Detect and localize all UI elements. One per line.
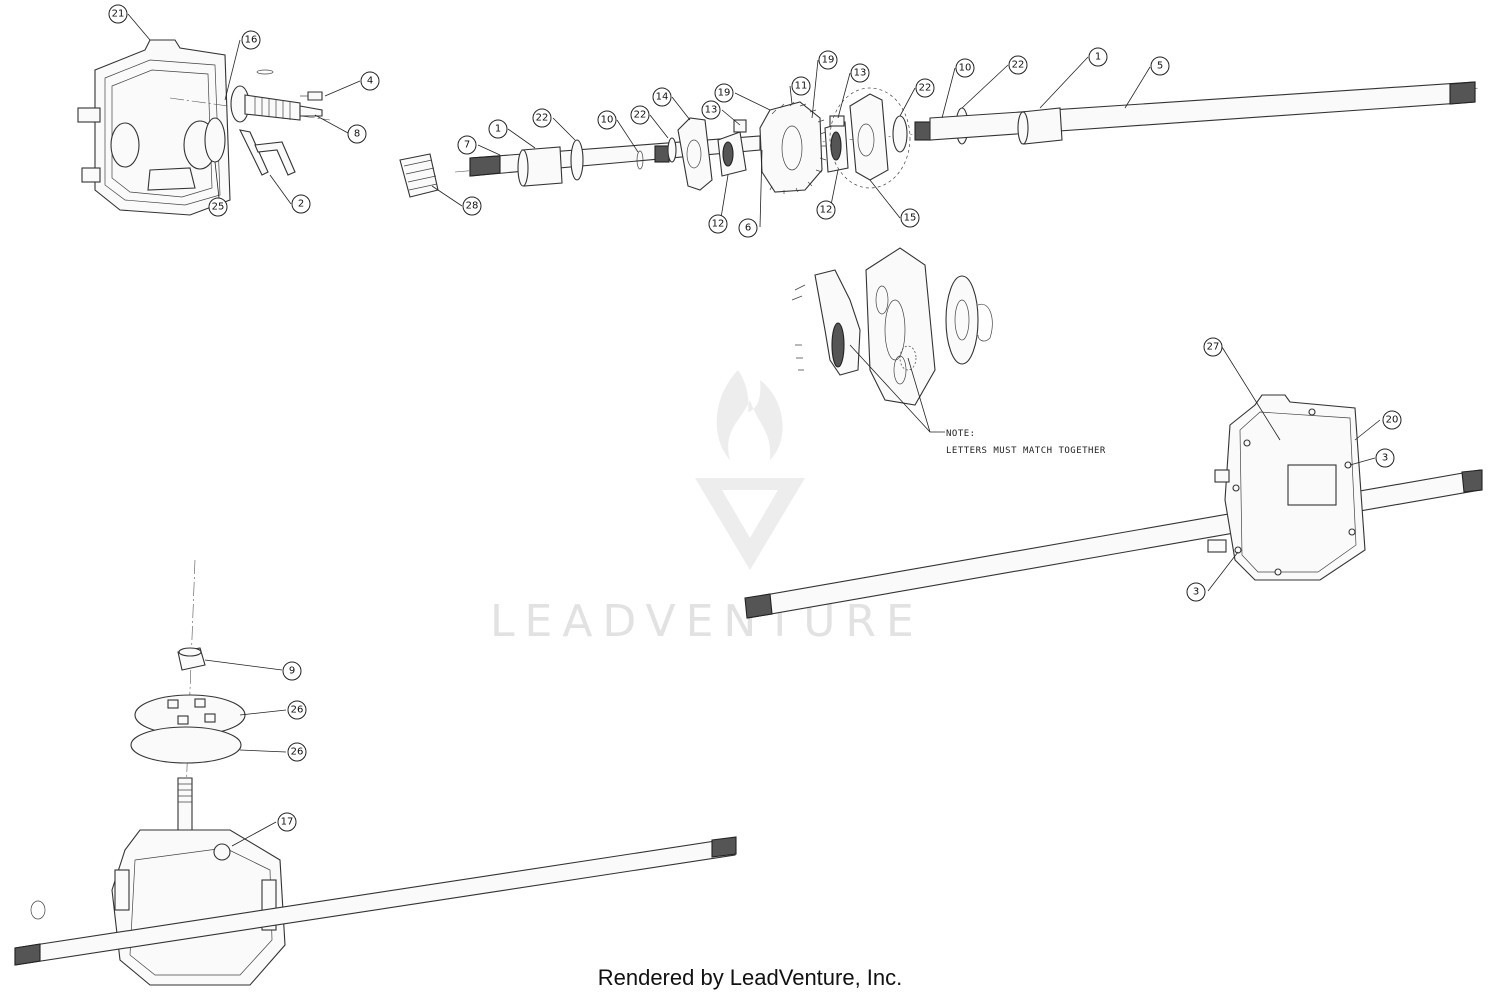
detail-view: NOTE: LETTERS MUST MATCH TOGETHER: [791, 247, 1106, 456]
note-title: NOTE:: [946, 429, 976, 439]
callout-22-d[interactable]: 22: [1008, 55, 1028, 75]
svg-text:3: 3: [1382, 453, 1388, 464]
callout-3-lower[interactable]: 3: [1186, 582, 1206, 602]
svg-text:3: 3: [1193, 587, 1199, 598]
callout-20[interactable]: 20: [1382, 410, 1402, 430]
svg-text:25: 25: [212, 202, 225, 213]
spline-right: [914, 121, 932, 141]
callout-26-a[interactable]: 26: [287, 700, 307, 720]
svg-text:22: 22: [919, 83, 932, 94]
transaxle-with-pulley: [14, 559, 737, 986]
callout-10-b[interactable]: 10: [955, 58, 975, 78]
callout-10-a[interactable]: 10: [597, 110, 617, 130]
svg-text:1: 1: [1095, 52, 1101, 63]
watermark-logo: [695, 370, 805, 570]
callout-25[interactable]: 25: [208, 197, 228, 217]
leader-lines: [127, 13, 1381, 847]
svg-text:10: 10: [959, 63, 972, 74]
callout-1-right[interactable]: 1: [1088, 47, 1108, 67]
callout-22-a[interactable]: 22: [532, 108, 552, 128]
svg-text:6: 6: [745, 223, 751, 234]
watermark-text: LEADVENTURE: [490, 596, 924, 647]
svg-text:17: 17: [281, 817, 294, 828]
svg-text:10: 10: [601, 115, 614, 126]
callout-22-c[interactable]: 22: [915, 78, 935, 98]
svg-text:27: 27: [1207, 342, 1220, 353]
worm-shaft-16: [169, 85, 331, 123]
callout-4[interactable]: 4: [360, 71, 380, 91]
washer-22-c: [892, 115, 908, 153]
svg-text:20: 20: [1386, 415, 1399, 426]
svg-text:26: 26: [291, 747, 304, 758]
callout-27[interactable]: 27: [1203, 337, 1223, 357]
svg-text:22: 22: [634, 110, 647, 121]
callout-21[interactable]: 21: [108, 4, 128, 24]
callout-8[interactable]: 8: [347, 124, 367, 144]
assembled-transaxle: [744, 394, 1483, 619]
callout-2[interactable]: 2: [291, 194, 311, 214]
housing-half-21: [77, 39, 231, 216]
input-shaft: [177, 777, 193, 831]
svg-text:19: 19: [718, 88, 731, 99]
note-text: LETTERS MUST MATCH TOGETHER: [946, 446, 1106, 456]
svg-text:22: 22: [1012, 60, 1025, 71]
washer-small: [256, 69, 274, 75]
diff-case-14: [677, 117, 713, 191]
svg-text:22: 22: [536, 113, 549, 124]
svg-text:9: 9: [289, 666, 295, 677]
diff-case-15: [829, 87, 911, 189]
callout-26-b[interactable]: 26: [287, 742, 307, 762]
svg-text:7: 7: [464, 140, 470, 151]
callout-19-a[interactable]: 19: [714, 83, 734, 103]
svg-text:5: 5: [1157, 61, 1163, 72]
ring-gear-11: [759, 101, 827, 194]
svg-text:8: 8: [354, 129, 360, 140]
svg-text:19: 19: [822, 55, 835, 66]
svg-text:14: 14: [656, 92, 669, 103]
svg-text:12: 12: [820, 205, 833, 216]
spline-left: [654, 145, 670, 163]
footer-credit: Rendered by LeadVenture, Inc.: [597, 965, 903, 990]
svg-text:28: 28: [466, 201, 479, 212]
callout-3-upper[interactable]: 3: [1375, 448, 1395, 468]
callout-28[interactable]: 28: [462, 196, 482, 216]
svg-text:2: 2: [298, 199, 304, 210]
callout-22-b[interactable]: 22: [630, 105, 650, 125]
callout-17[interactable]: 17: [277, 812, 297, 832]
callout-5[interactable]: 5: [1150, 56, 1170, 76]
bracket-2: [239, 129, 296, 176]
callout-1-left[interactable]: 1: [488, 119, 508, 139]
svg-text:4: 4: [367, 76, 373, 87]
callout-6[interactable]: 6: [738, 218, 758, 238]
washer-22-a: [570, 139, 584, 181]
svg-text:16: 16: [245, 35, 258, 46]
pinion-gear-28: [399, 153, 439, 198]
svg-text:1: 1: [495, 124, 501, 135]
callout-15[interactable]: 15: [900, 208, 920, 228]
pulley-half-26-bottom: [130, 726, 242, 764]
svg-text:13: 13: [854, 68, 867, 79]
breather-17: [213, 843, 231, 861]
svg-text:11: 11: [795, 81, 808, 92]
callout-12-b[interactable]: 12: [816, 200, 836, 220]
callout-16[interactable]: 16: [241, 30, 261, 50]
bolt-4: [300, 91, 323, 101]
callout-12-a[interactable]: 12: [708, 214, 728, 234]
svg-text:26: 26: [291, 705, 304, 716]
exploded-axle-assembly: [399, 81, 1481, 198]
callout-9[interactable]: 9: [282, 661, 302, 681]
bearing-25: [204, 117, 226, 163]
svg-text:12: 12: [712, 219, 725, 230]
svg-text:15: 15: [904, 213, 917, 224]
callout-13-a[interactable]: 13: [701, 100, 721, 120]
svg-text:21: 21: [112, 9, 125, 20]
axle-5: [929, 81, 1476, 141]
callout-7[interactable]: 7: [457, 135, 477, 155]
callout-14[interactable]: 14: [652, 87, 672, 107]
svg-text:13: 13: [705, 105, 718, 116]
callout-11[interactable]: 11: [791, 76, 811, 96]
callout-19-b[interactable]: 19: [818, 50, 838, 70]
callout-13-b[interactable]: 13: [850, 63, 870, 83]
